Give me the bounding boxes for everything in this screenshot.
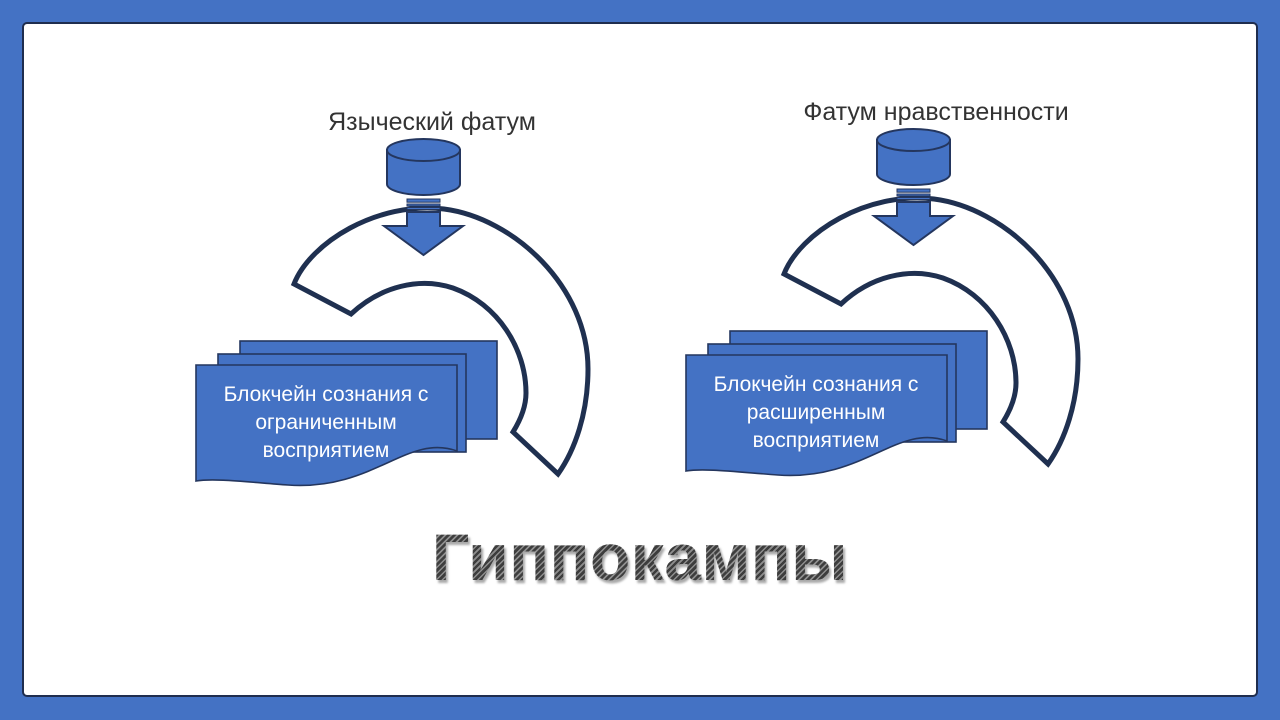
doc-text-line: восприятием <box>262 439 390 462</box>
slide-canvas: Языческий фатум Блокчейн сознания с огра… <box>22 22 1258 697</box>
document-stack-text: Блокчейн сознания с ограниченным восприя… <box>196 381 456 465</box>
cylinder-shape <box>876 128 951 186</box>
doc-text-line: Блокчейн сознания с <box>713 373 919 396</box>
main-title: Гиппокампы <box>24 524 1256 590</box>
document-stack-text: Блокчейн сознания с расширенным восприят… <box>686 371 946 455</box>
main-title-text: Гиппокампы <box>431 520 849 594</box>
striped-down-arrow-shape <box>380 198 467 257</box>
diagram-shapes-left <box>195 138 591 487</box>
document-stack <box>685 330 988 477</box>
striped-down-arrow-shape <box>870 188 957 247</box>
diagram-shapes-right <box>685 128 1081 477</box>
diagram-group-morality-fate: Фатум нравственности Блокчейн сознания с… <box>682 87 1112 487</box>
doc-text-line: расширенным <box>746 401 886 424</box>
cylinder-shape <box>386 138 461 196</box>
group-title-pagan-fate: Языческий фатум <box>328 108 536 136</box>
doc-text-line: ограниченным <box>255 411 397 434</box>
diagram-group-pagan-fate: Языческий фатум Блокчейн сознания с огра… <box>192 97 622 497</box>
group-title-morality-fate: Фатум нравственности <box>803 98 1069 126</box>
document-stack <box>195 340 498 487</box>
doc-text-line: восприятием <box>752 429 880 452</box>
document-front-shape <box>685 354 948 477</box>
doc-text-line: Блокчейн сознания с <box>223 383 429 406</box>
document-front-shape <box>195 364 458 487</box>
